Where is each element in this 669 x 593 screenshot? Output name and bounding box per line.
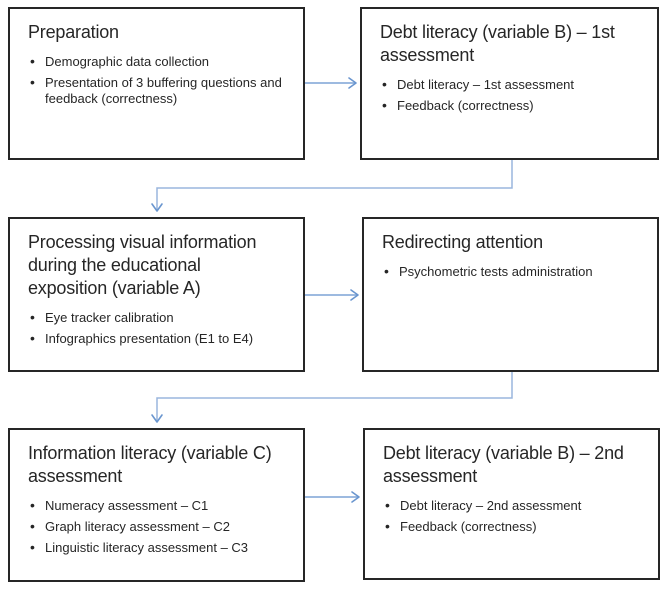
bullet-item: Graph literacy assessment – C2 [28, 518, 295, 535]
bullet-item: Feedback (correctness) [380, 97, 649, 114]
box-title: Debt literacy (variable B) – 2nd assessm… [383, 443, 624, 486]
box-debt-literacy-1st: Debt literacy (variable B) – 1st assessm… [360, 7, 659, 160]
box-debt-literacy-2nd: Debt literacy (variable B) – 2nd assessm… [363, 428, 660, 580]
bullet-list: Psychometric tests administration [382, 263, 649, 280]
box-information-literacy: Information literacy (variable C) assess… [8, 428, 305, 582]
bullet-item: Feedback (correctness) [383, 518, 650, 535]
box-redirecting-attention: Redirecting attention Psychometric tests… [362, 217, 659, 372]
bullet-list: Demographic data collection Presentation… [28, 53, 295, 107]
box-title: Debt literacy (variable B) – 1st assessm… [380, 22, 615, 65]
box-title: Preparation [28, 22, 119, 42]
box-processing-visual-information: Processing visual information during the… [8, 217, 305, 372]
box-preparation: Preparation Demographic data collection … [8, 7, 305, 160]
box-title: Processing visual information during the… [28, 232, 257, 298]
bullet-item: Linguistic literacy assessment – C3 [28, 539, 295, 556]
bullet-item: Demographic data collection [28, 53, 295, 70]
arrow-redirecting-to-infoliteracy [151, 372, 513, 423]
box-title: Redirecting attention [382, 232, 543, 252]
bullet-item: Debt literacy – 1st assessment [380, 76, 649, 93]
bullet-item: Psychometric tests administration [382, 263, 649, 280]
bullet-item: Debt literacy – 2nd assessment [383, 497, 650, 514]
bullet-list: Debt literacy – 2nd assessment Feedback … [383, 497, 650, 535]
bullet-list: Numeracy assessment – C1 Graph literacy … [28, 497, 295, 556]
bullet-item: Numeracy assessment – C1 [28, 497, 295, 514]
bullet-item: Presentation of 3 buffering questions an… [28, 74, 295, 107]
bullet-list: Eye tracker calibration Infographics pre… [28, 309, 295, 347]
bullet-list: Debt literacy – 1st assessment Feedback … [380, 76, 649, 114]
box-title: Information literacy (variable C) assess… [28, 443, 272, 486]
arrow-debt1st-to-processing [151, 160, 513, 212]
bullet-item: Infographics presentation (E1 to E4) [28, 330, 295, 347]
bullet-item: Eye tracker calibration [28, 309, 295, 326]
